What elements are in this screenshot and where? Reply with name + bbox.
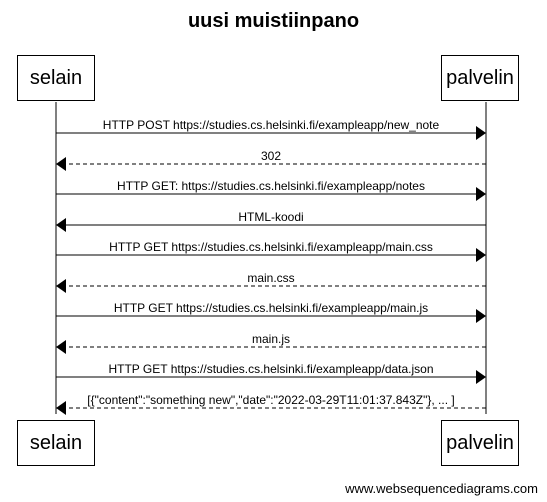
diagram-title: uusi muistiinpano — [187, 10, 360, 32]
message-label: HTTP GET https://studies.cs.helsinki.fi/… — [106, 362, 436, 376]
arrowhead-icon — [476, 370, 486, 384]
arrowhead-icon — [56, 340, 66, 354]
arrowhead-icon — [476, 248, 486, 262]
arrowhead-icon — [476, 187, 486, 201]
participant-palvelin-top: palvelin — [441, 55, 519, 101]
participant-selain-top: selain — [17, 55, 95, 101]
footer-credit: www.websequencediagrams.com — [345, 481, 538, 496]
message-arrows — [56, 126, 486, 415]
message-label: 302 — [258, 149, 284, 163]
message-label: [{"content":"something new","date":"2022… — [85, 393, 457, 407]
message-label: HTML-koodi — [236, 210, 306, 224]
participant-palvelin-bottom: palvelin — [441, 420, 519, 466]
message-label: HTTP POST https://studies.cs.helsinki.fi… — [100, 118, 442, 132]
arrowhead-icon — [476, 309, 486, 323]
message-label: HTTP GET https://studies.cs.helsinki.fi/… — [111, 301, 431, 315]
arrowhead-icon — [56, 279, 66, 293]
arrowhead-icon — [56, 218, 66, 232]
message-label: HTTP GET: https://studies.cs.helsinki.fi… — [115, 179, 427, 193]
arrowhead-icon — [56, 401, 66, 415]
arrowhead-icon — [56, 157, 66, 171]
arrowhead-icon — [476, 126, 486, 140]
message-label: main.css — [245, 271, 297, 285]
message-label: main.js — [249, 332, 293, 346]
participant-selain-bottom: selain — [17, 420, 95, 466]
message-label: HTTP GET https://studies.cs.helsinki.fi/… — [107, 240, 435, 254]
